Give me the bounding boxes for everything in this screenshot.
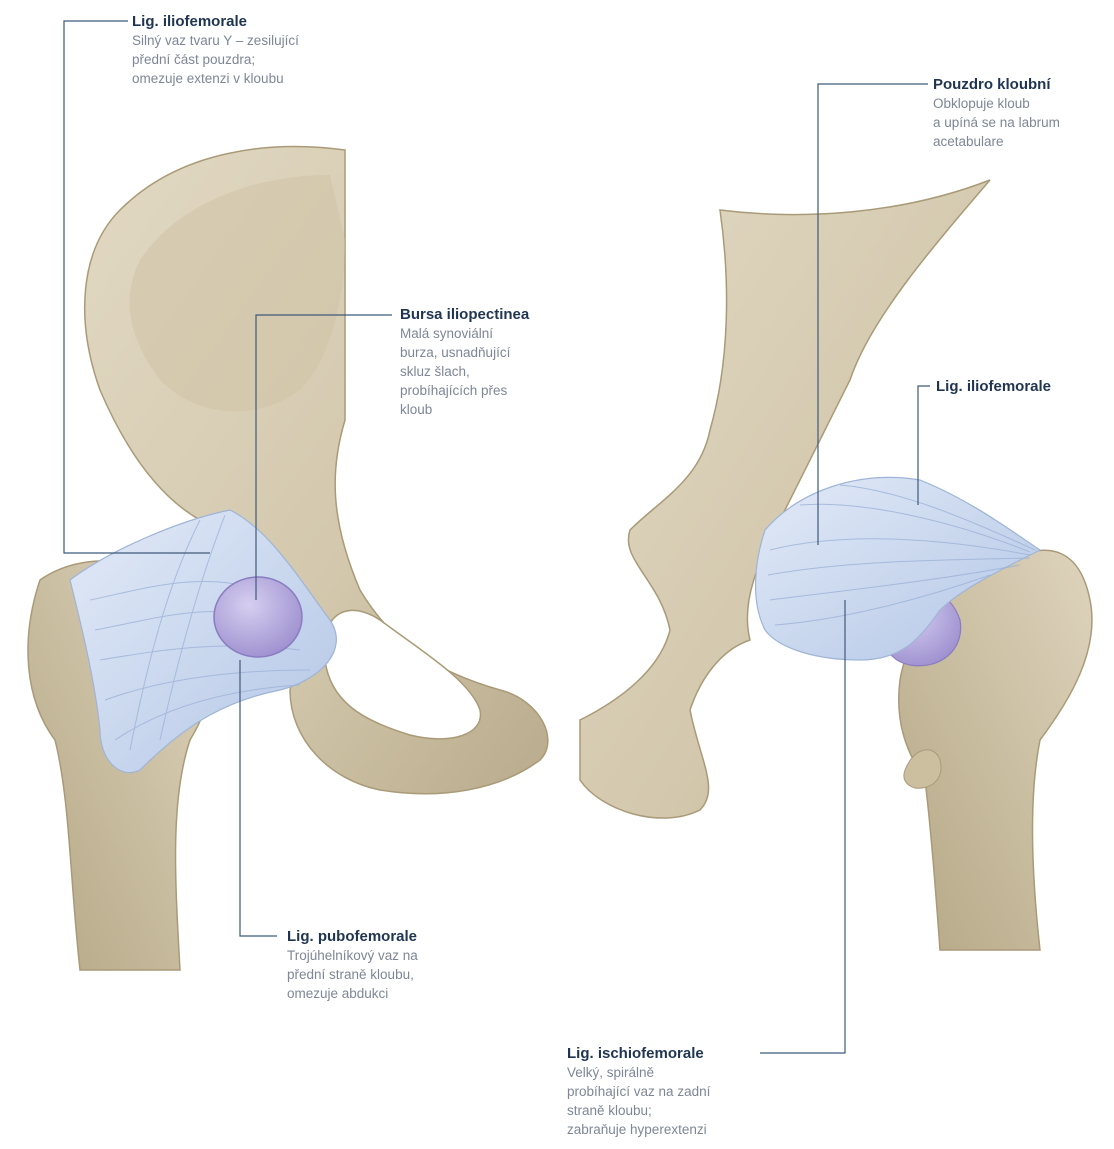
- label-line: kloub: [400, 400, 529, 419]
- label-title: Bursa iliopectinea: [400, 305, 529, 324]
- label-line: omezuje extenzi v kloubu: [132, 69, 299, 88]
- label-description: Malá synoviální burza, usnadňující skluz…: [400, 324, 529, 419]
- anterior-view: [28, 147, 548, 970]
- label-line: zabraňuje hyperextenzi: [567, 1120, 710, 1139]
- label-title: Pouzdro kloubní: [933, 75, 1060, 94]
- label-description: Silný vaz tvaru Y – zesilující přední čá…: [132, 31, 299, 88]
- bursa-iliopectinea-shape: [214, 577, 302, 657]
- label-line: Obklopuje kloub: [933, 94, 1060, 113]
- label-line: acetabulare: [933, 132, 1060, 151]
- label-line: burza, usnadňující: [400, 343, 529, 362]
- label-description: Obklopuje kloub a upíná se na labrum ace…: [933, 94, 1060, 151]
- right-lesser-trochanter: [904, 750, 941, 788]
- leader-pubofemorale: [240, 660, 277, 936]
- label-pubofemorale: Lig. pubofemorale Trojúhelníkový vaz na …: [287, 927, 418, 1003]
- label-title: Lig. pubofemorale: [287, 927, 418, 946]
- label-description: Trojúhelníkový vaz na přední straně klou…: [287, 946, 418, 1003]
- label-line: Velký, spirálně: [567, 1063, 710, 1082]
- label-line: a upíná se na labrum: [933, 113, 1060, 132]
- label-line: Malá synoviální: [400, 324, 529, 343]
- label-title: Lig. iliofemorale: [936, 377, 1051, 396]
- label-line: přední část pouzdra;: [132, 50, 299, 69]
- label-ischiofemorale: Lig. ischiofemorale Velký, spirálně prob…: [567, 1044, 710, 1139]
- label-line: přední straně kloubu,: [287, 965, 418, 984]
- label-title: Lig. iliofemorale: [132, 12, 299, 31]
- label-iliofemorale-right: Lig. iliofemorale: [936, 377, 1051, 396]
- label-line: skluz šlach,: [400, 362, 529, 381]
- posterior-view: [580, 180, 1092, 950]
- label-description: Velký, spirálně probíhající vaz na zadní…: [567, 1063, 710, 1139]
- label-line: omezuje abdukci: [287, 984, 418, 1003]
- label-title: Lig. ischiofemorale: [567, 1044, 710, 1063]
- label-line: probíhající vaz na zadní: [567, 1082, 710, 1101]
- label-line: straně kloubu;: [567, 1101, 710, 1120]
- leader-ischiofemorale: [760, 600, 845, 1053]
- label-bursa-iliopectinea: Bursa iliopectinea Malá synoviální burza…: [400, 305, 529, 419]
- label-iliofemorale-left: Lig. iliofemorale Silný vaz tvaru Y – ze…: [132, 12, 299, 88]
- label-line: probíhajících přes: [400, 381, 529, 400]
- label-pouzdro-kloubni: Pouzdro kloubní Obklopuje kloub a upíná …: [933, 75, 1060, 151]
- label-line: Silný vaz tvaru Y – zesilující: [132, 31, 299, 50]
- label-line: Trojúhelníkový vaz na: [287, 946, 418, 965]
